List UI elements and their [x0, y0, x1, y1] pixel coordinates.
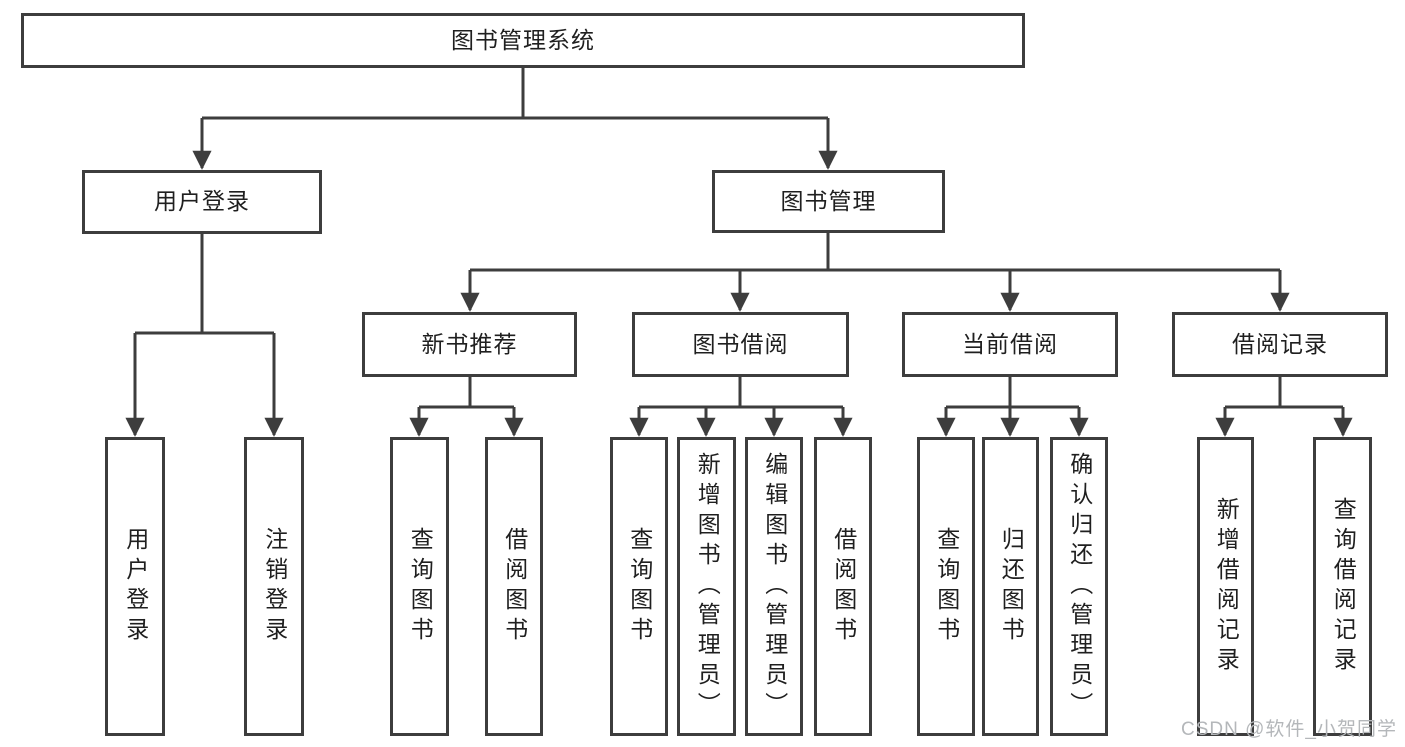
leaf-borrow-books: 借阅图书 [814, 437, 872, 736]
node-label: 归还图书 [998, 526, 1025, 647]
node-label: 新书推荐 [421, 330, 518, 357]
leaf-confirm-return-admin: 确认归还（管理员） [1050, 437, 1108, 736]
node-label: 新增借阅记录 [1213, 496, 1240, 677]
node-label: 当前借阅 [962, 330, 1058, 357]
node-current-borrow: 当前借阅 [902, 312, 1118, 377]
node-label: 新增图书（管理员） [694, 451, 721, 722]
node-borrow-records: 借阅记录 [1172, 312, 1388, 377]
node-book-management: 图书管理 [712, 170, 945, 233]
node-user-login: 用户登录 [82, 170, 322, 234]
node-label: 借阅记录 [1232, 330, 1328, 357]
node-new-book-recommend: 新书推荐 [362, 312, 577, 377]
leaf-add-borrow-record: 新增借阅记录 [1197, 437, 1254, 736]
node-label: 编辑图书（管理员） [761, 451, 788, 722]
node-label: 查询图书 [407, 526, 434, 647]
csdn-watermark: CSDN @软件_小贺同学 [1181, 719, 1397, 740]
node-book-borrow: 图书借阅 [632, 312, 849, 377]
node-label: 用户登录 [154, 188, 250, 215]
node-label: 确认归还（管理员） [1066, 451, 1093, 722]
leaf-return-books: 归还图书 [982, 437, 1039, 736]
leaf-query-books-current: 查询图书 [917, 437, 975, 736]
leaf-edit-book-admin: 编辑图书（管理员） [745, 437, 803, 736]
node-label: 用户登录 [122, 526, 149, 647]
node-label: 借阅图书 [501, 526, 528, 647]
leaf-add-book-admin: 新增图书（管理员） [677, 437, 736, 736]
leaf-query-books-borrow: 查询图书 [610, 437, 668, 736]
node-label: 查询图书 [626, 526, 653, 647]
leaf-query-books-recommend: 查询图书 [390, 437, 449, 736]
node-library-management-system: 图书管理系统 [21, 13, 1025, 68]
node-label: 查询借阅记录 [1330, 496, 1357, 677]
node-label: 图书借阅 [692, 330, 789, 357]
node-label: 借阅图书 [830, 526, 857, 647]
node-label: 注销登录 [261, 526, 288, 647]
leaf-logout: 注销登录 [244, 437, 304, 736]
node-label: 图书管理 [780, 187, 877, 214]
leaf-borrow-books-recommend: 借阅图书 [485, 437, 543, 736]
leaf-user-login: 用户登录 [105, 437, 165, 736]
node-label: 查询图书 [933, 526, 960, 647]
leaf-query-borrow-record: 查询借阅记录 [1313, 437, 1372, 736]
node-label: 图书管理系统 [451, 26, 595, 53]
